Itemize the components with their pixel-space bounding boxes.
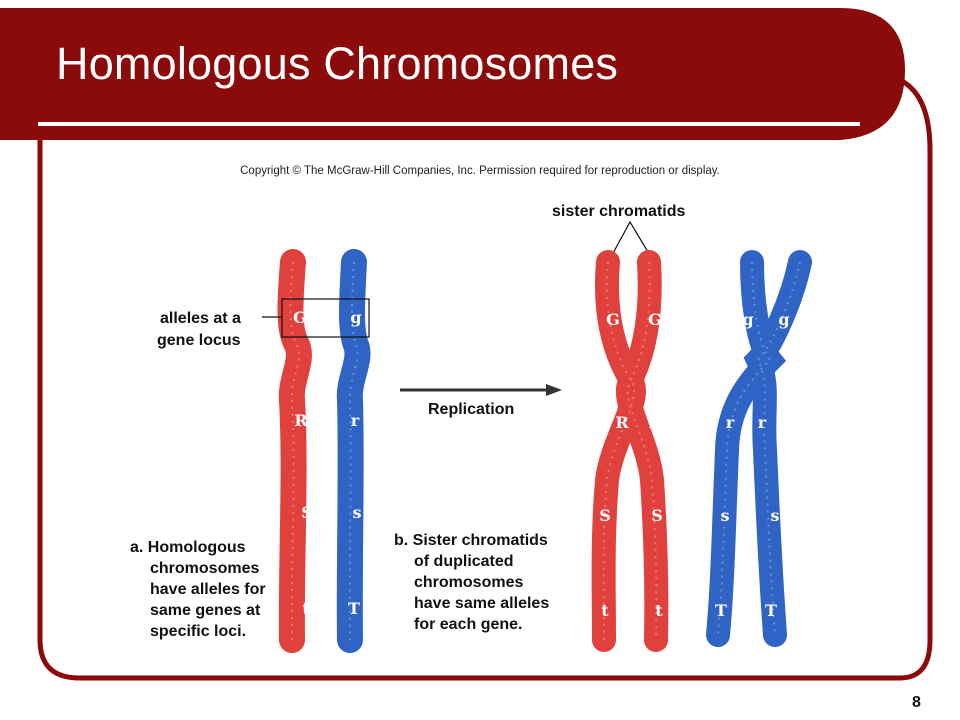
allele-label: s bbox=[720, 506, 730, 525]
page-number: 8 bbox=[912, 694, 921, 711]
sister-chromatids-label: sister chromatids bbox=[552, 203, 686, 220]
allele-label: T bbox=[765, 601, 777, 620]
allele-label: S bbox=[599, 506, 611, 525]
duplicated-red-chromosome bbox=[591, 250, 669, 652]
replication-arrow bbox=[400, 384, 562, 396]
slide-title: Homologous Chromosomes bbox=[56, 38, 619, 89]
allele-label: S bbox=[651, 506, 663, 525]
allele-label: g bbox=[350, 308, 362, 327]
allele-label: s bbox=[770, 506, 780, 525]
frame-border bbox=[37, 77, 933, 681]
caption-b-line: have same alleles bbox=[414, 595, 550, 612]
allele-label: G bbox=[293, 308, 307, 327]
copyright-notice: Copyright © The McGraw-Hill Companies, I… bbox=[240, 165, 720, 177]
sister-chromatids-bracket bbox=[611, 220, 652, 258]
title-banner bbox=[0, 8, 905, 140]
caption-b-line: for each gene. bbox=[414, 616, 523, 633]
alleles-label-line2: gene locus bbox=[157, 332, 241, 349]
caption-b: b. Sister chromatids of duplicated chrom… bbox=[394, 530, 549, 635]
caption-a-line: same genes at bbox=[150, 602, 261, 619]
replication-label: Replication bbox=[428, 401, 515, 418]
gene-locus-box bbox=[281, 298, 370, 338]
caption-b-line: chromosomes bbox=[414, 574, 524, 591]
duplicated-blue-chromosome bbox=[706, 250, 812, 647]
caption-a-line: specific loci. bbox=[150, 623, 247, 640]
allele-label: T bbox=[348, 599, 360, 618]
allele-label: t bbox=[655, 601, 663, 620]
allele-label: T bbox=[715, 601, 727, 620]
allele-label: R bbox=[648, 413, 662, 432]
title-underline bbox=[38, 122, 860, 126]
caption-b-line: of duplicated bbox=[414, 553, 514, 570]
allele-label: t bbox=[302, 599, 310, 618]
allele-label: g bbox=[742, 310, 754, 329]
allele-label: s bbox=[352, 503, 362, 522]
allele-label: S bbox=[301, 503, 313, 522]
allele-label: r bbox=[725, 413, 735, 432]
allele-label: g bbox=[778, 310, 790, 329]
allele-label: R bbox=[294, 411, 308, 430]
blue-homolog bbox=[336, 249, 371, 653]
caption-a-line: a. Homologous bbox=[130, 539, 246, 556]
allele-label: r bbox=[757, 413, 767, 432]
red-homolog bbox=[277, 249, 312, 653]
caption-a-line: have alleles for bbox=[150, 581, 266, 598]
alleles-label-line1: alleles at a bbox=[160, 310, 241, 327]
allele-label: r bbox=[350, 411, 360, 430]
caption-b-line: b. Sister chromatids bbox=[394, 532, 548, 549]
allele-label: t bbox=[601, 601, 609, 620]
caption-a: a. Homologous chromosomes have alleles f… bbox=[130, 537, 266, 642]
allele-label: G bbox=[606, 310, 620, 329]
allele-label: R bbox=[615, 413, 629, 432]
caption-a-line: chromosomes bbox=[150, 560, 260, 577]
allele-label: G bbox=[648, 310, 662, 329]
